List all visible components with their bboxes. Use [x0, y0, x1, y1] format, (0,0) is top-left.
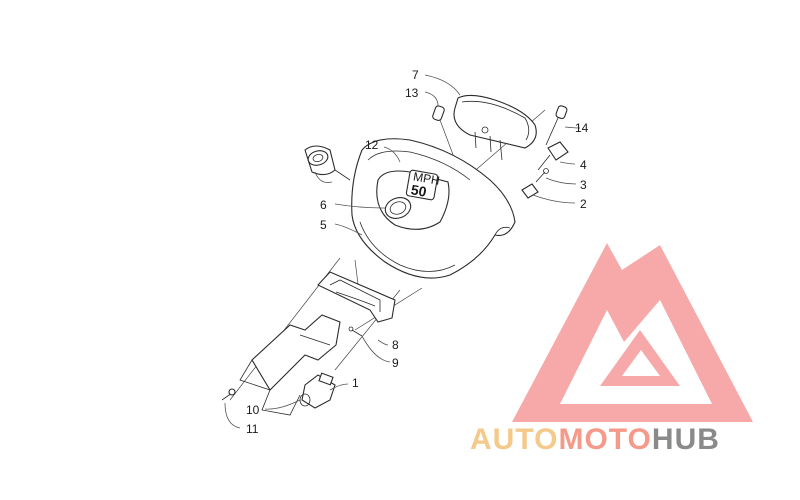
- callout-5: 5: [320, 218, 327, 232]
- speedometer-badge-number: 50: [410, 181, 428, 199]
- callout-2: 2: [580, 197, 587, 211]
- wordmark-moto: MOTO: [558, 423, 651, 456]
- wordmark-hub: HUB: [652, 423, 720, 456]
- callout-8: 8: [392, 338, 399, 352]
- callout-4: 4: [580, 158, 587, 172]
- part-4-key: [537, 141, 569, 171]
- part-9-screw: [348, 326, 363, 337]
- part-10-bracket: [239, 314, 341, 416]
- logo-triangle-hole: [622, 350, 660, 376]
- callout-11: 11: [246, 422, 259, 436]
- part-2-clip: [521, 183, 539, 199]
- callout-1: 1: [352, 376, 359, 390]
- watermark-logo: [512, 243, 753, 422]
- callout-9: 9: [392, 356, 399, 370]
- part-7-gauge-cover: [453, 94, 537, 161]
- speedometer-badge: [405, 169, 439, 201]
- callout-12: 12: [365, 138, 379, 152]
- svg-text:AUTOMOTOHUB: AUTOMOTOHUB: [470, 423, 720, 456]
- part-1-connector: [299, 372, 336, 409]
- part-6-indicator-lens: [384, 197, 412, 219]
- part-5-instrument-housing: MPH 50: [351, 138, 516, 279]
- part-12-switch: [304, 145, 351, 181]
- wordmark-auto: AUTO: [470, 423, 558, 456]
- callout-7: 7: [412, 68, 419, 82]
- watermark-wordmark: AUTOMOTOHUB: [470, 423, 720, 456]
- part-14-bulb: [545, 105, 568, 146]
- callout-6: 6: [320, 198, 327, 212]
- part-3-screw: [535, 168, 549, 183]
- part-11-bolt: [221, 388, 236, 401]
- speedometer-badge-top: MPH: [412, 169, 441, 187]
- callout-13: 13: [405, 86, 419, 100]
- callout-10: 10: [246, 403, 260, 417]
- callout-3: 3: [580, 178, 587, 192]
- callout-14: 14: [575, 121, 589, 135]
- part-13-bulb: [432, 105, 445, 121]
- leader-lines: [224, 74, 581, 429]
- part-8-lower-frame: [317, 271, 396, 323]
- callout-labels: 1 2 3 4 5 6 7 8 9 10 11 12 13 14: [246, 68, 589, 436]
